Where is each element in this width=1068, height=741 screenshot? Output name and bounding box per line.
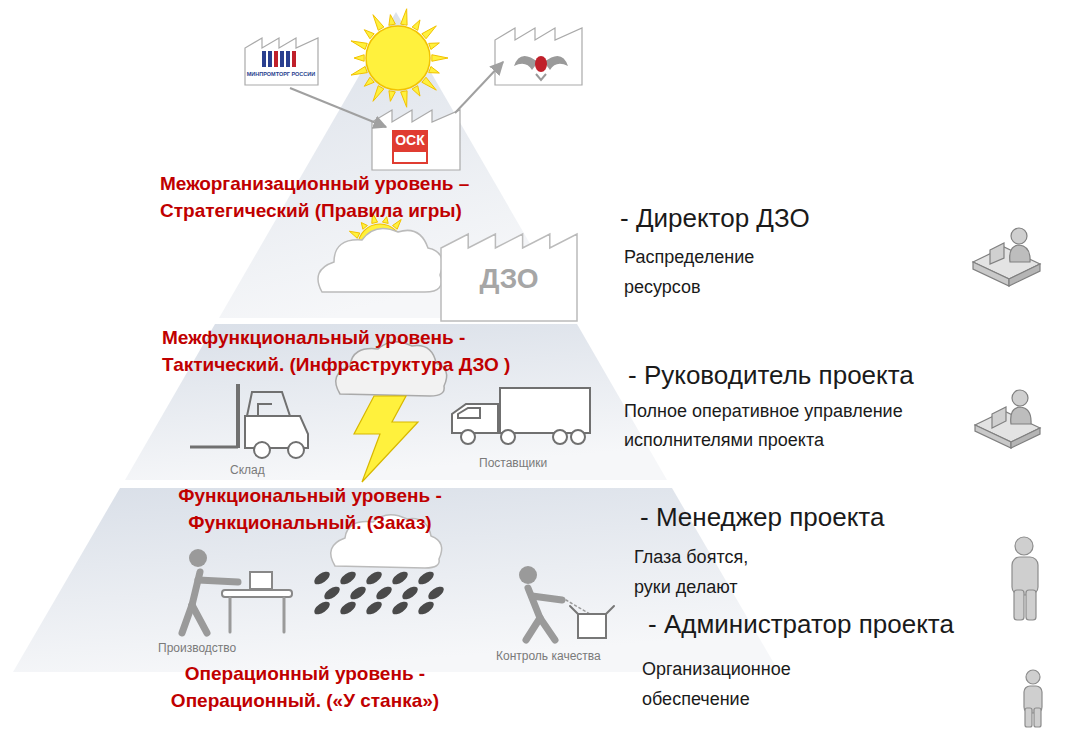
director-icon: [973, 228, 1040, 286]
sun-ray: [429, 67, 440, 74]
rain-drop: [426, 584, 446, 602]
rain-drop: [312, 599, 332, 617]
rain-drop: [400, 584, 420, 602]
sun-ray: [351, 67, 367, 76]
ministry-factory: [245, 38, 318, 85]
sun-ray: [422, 77, 436, 90]
icon-caption: Производство: [158, 641, 236, 655]
rain-drop: [322, 584, 342, 602]
role-description: Распределение ресурсов: [624, 242, 824, 302]
level-label: Межфункциональный уровень - Тактический.…: [162, 324, 562, 378]
flow-arrow: [290, 88, 386, 127]
sun-ray: [401, 91, 407, 107]
cloud: [318, 228, 442, 292]
rain-drop: [364, 569, 384, 587]
icon-caption: Контроль качества: [496, 649, 601, 663]
icon-caption: Склад: [230, 463, 265, 477]
level-label: Межорганизационный уровень – Стратегичес…: [160, 170, 510, 224]
sun-ray: [373, 15, 384, 31]
lightning: [354, 396, 418, 482]
sun-ray: [412, 86, 420, 96]
level-label: Операционный уровень - Операционный. («У…: [140, 660, 470, 714]
icon-caption: Поставщики: [479, 456, 547, 470]
rain-drop: [348, 584, 368, 602]
sun-ray: [373, 86, 384, 102]
rain-drop: [364, 599, 384, 617]
rain-drop: [338, 569, 358, 587]
factory-outline-path: [441, 234, 577, 321]
sun-ray: [422, 26, 436, 39]
sun: [366, 26, 430, 90]
production-worker: [182, 549, 292, 633]
role-description: Полное оперативное управление исполнител…: [624, 397, 924, 455]
sun-ray: [412, 20, 420, 30]
sun-rays: [351, 9, 448, 107]
sun-ray: [349, 231, 359, 238]
role-title: - Администратор проекта: [648, 607, 954, 641]
logo-text: МИНПРОМТОРГ РОССИИ: [245, 71, 317, 78]
forklift-icon: [190, 384, 308, 458]
role-description: Организационное обеспечение: [642, 654, 842, 714]
pyramid-bands: [13, 12, 779, 672]
quality-worker: [519, 566, 614, 640]
truck-icon: [452, 388, 590, 444]
rain-drop: [416, 569, 436, 587]
sun-ray: [401, 9, 407, 25]
osk-factory: [372, 110, 460, 170]
level-label: Функциональный уровень - Функциональный.…: [150, 482, 470, 536]
person-icon: [1024, 670, 1042, 727]
rain-drop: [390, 599, 410, 617]
node-text: ДЗО: [440, 264, 578, 295]
rain-drop: [390, 569, 410, 587]
sun-ray: [432, 55, 448, 62]
person-icon: [1012, 537, 1038, 620]
sun-ray: [351, 41, 367, 50]
rain-drops: [312, 569, 446, 617]
role-title: - Менеджер проекта: [640, 500, 884, 534]
rain-drop: [338, 599, 358, 617]
sun-ray: [389, 91, 395, 102]
flow-arrow: [455, 62, 503, 113]
sun-ray: [389, 15, 395, 26]
role-description: Глаза боятся, руки делают: [634, 542, 789, 602]
role-title: - Директор ДЗО: [620, 201, 810, 235]
rain-drop: [312, 569, 332, 587]
role-title: - Руководитель проекта: [628, 358, 914, 392]
rain-drop: [416, 599, 436, 617]
defence-factory: [495, 28, 582, 85]
sun-ray: [354, 55, 364, 62]
factory-node: ДЗО: [440, 226, 578, 322]
logo-text: ОСК: [392, 132, 428, 149]
rain-drop: [374, 584, 394, 602]
manager-desk-icon: [975, 390, 1040, 448]
sun-ray: [429, 43, 440, 50]
